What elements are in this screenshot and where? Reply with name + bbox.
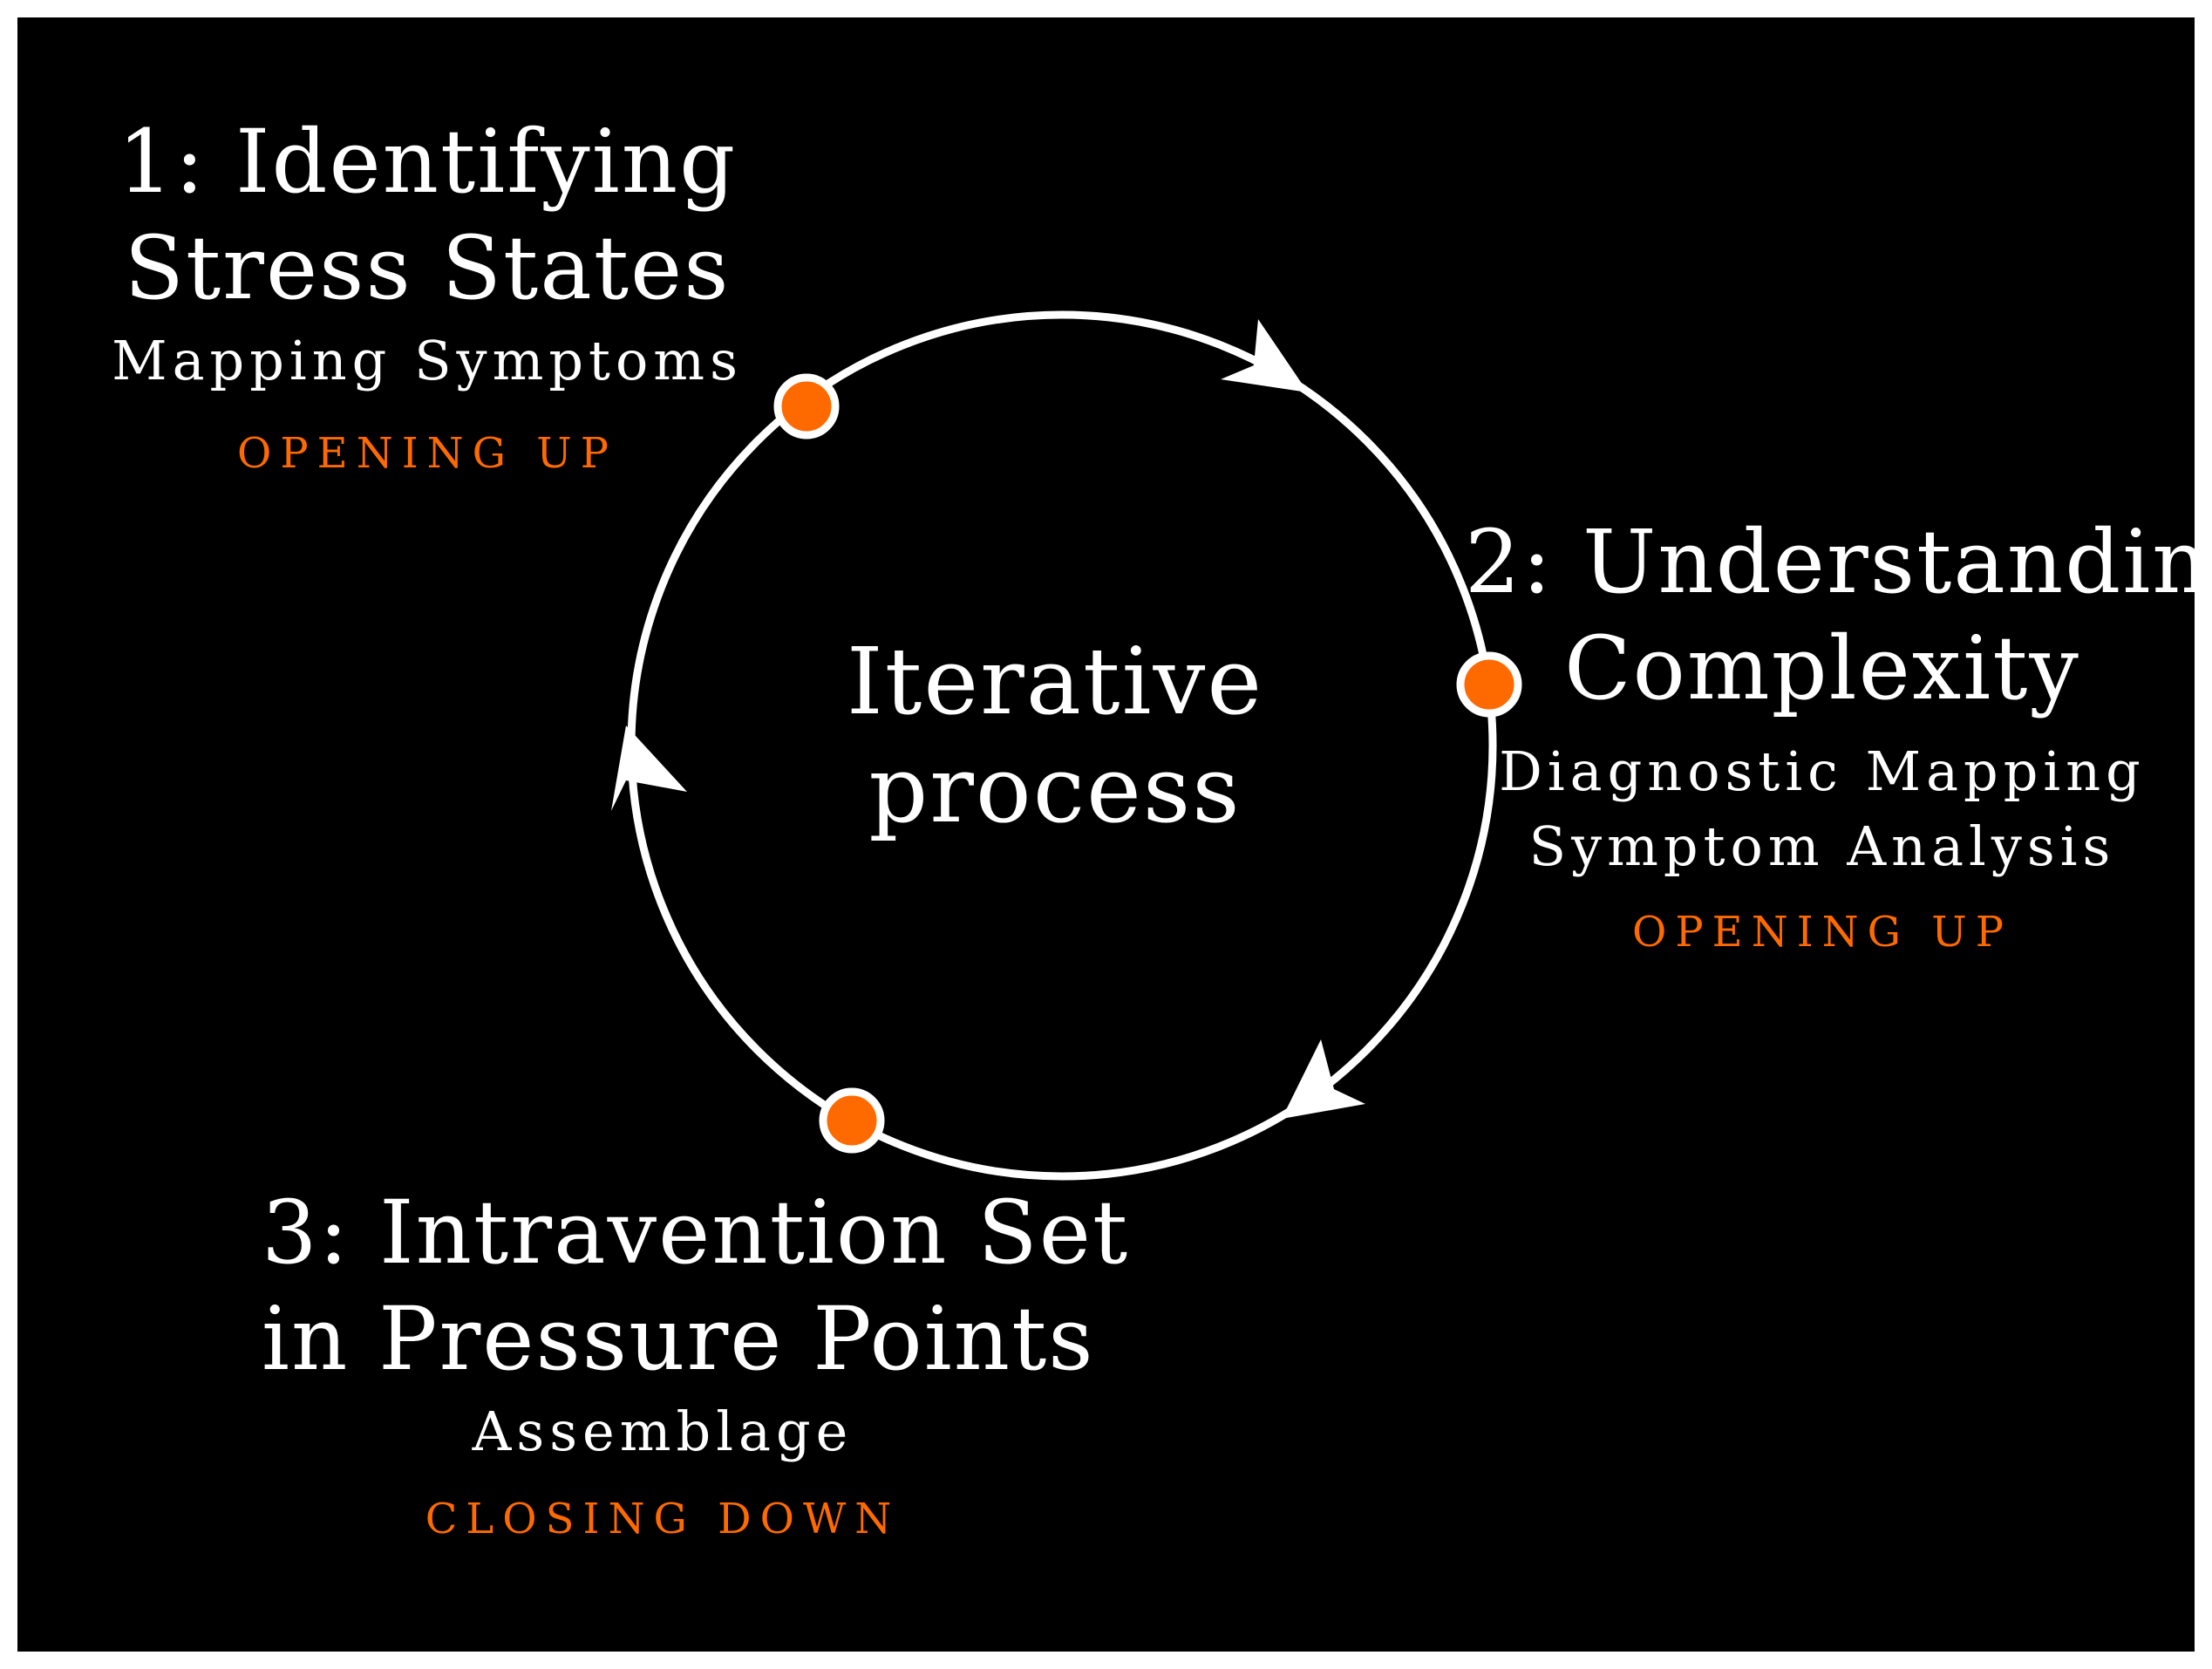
- stage-1-title-line2: Stress States: [124, 217, 731, 319]
- stage-1-subtitle: Mapping Symptoms: [112, 329, 743, 392]
- stage-1-title-line1: 1: Identifying: [117, 111, 738, 213]
- center-label-line1: Iterative: [846, 628, 1264, 735]
- stage-3-title-line1: 3: Intravention Set: [262, 1182, 1130, 1284]
- center-label: Iterative process: [785, 628, 1325, 844]
- stage-3-subtitle: Assemblage: [472, 1400, 854, 1463]
- diagram-background: [17, 17, 2195, 1652]
- arrow-top-right-icon: [1221, 319, 1308, 392]
- stage-3-label: 3: Intravention Set in Pressure Points A…: [262, 1180, 1130, 1550]
- stage-1-label: 1: Identifying Stress States Mapping Sym…: [70, 109, 785, 484]
- arrow-left-icon: [611, 726, 687, 811]
- stage-2-title-line2: Complexity: [1564, 617, 2080, 719]
- stage-2-phase: OPENING UP: [1632, 908, 2012, 957]
- stage-2-node: [1456, 651, 1522, 718]
- stage-1-node: [773, 373, 840, 439]
- stage-3-node: [819, 1087, 885, 1154]
- stage-2-label: 2: Understanding Complexity Diagnostic M…: [1465, 509, 2212, 963]
- stage-2-subtitle-line2: Symptom Analysis: [1528, 814, 2116, 878]
- stage-3-phase: CLOSING DOWN: [425, 1495, 901, 1543]
- center-label-line2: process: [868, 736, 1242, 843]
- stage-3-title-line2: in Pressure Points: [262, 1288, 1095, 1390]
- stage-2-subtitle-line1: Diagnostic Mapping: [1499, 739, 2146, 803]
- stage-2-title-line1: 2: Understanding: [1465, 511, 2212, 613]
- arrow-bottom-right-icon: [1282, 1039, 1365, 1119]
- stage-1-phase: OPENING UP: [237, 429, 617, 478]
